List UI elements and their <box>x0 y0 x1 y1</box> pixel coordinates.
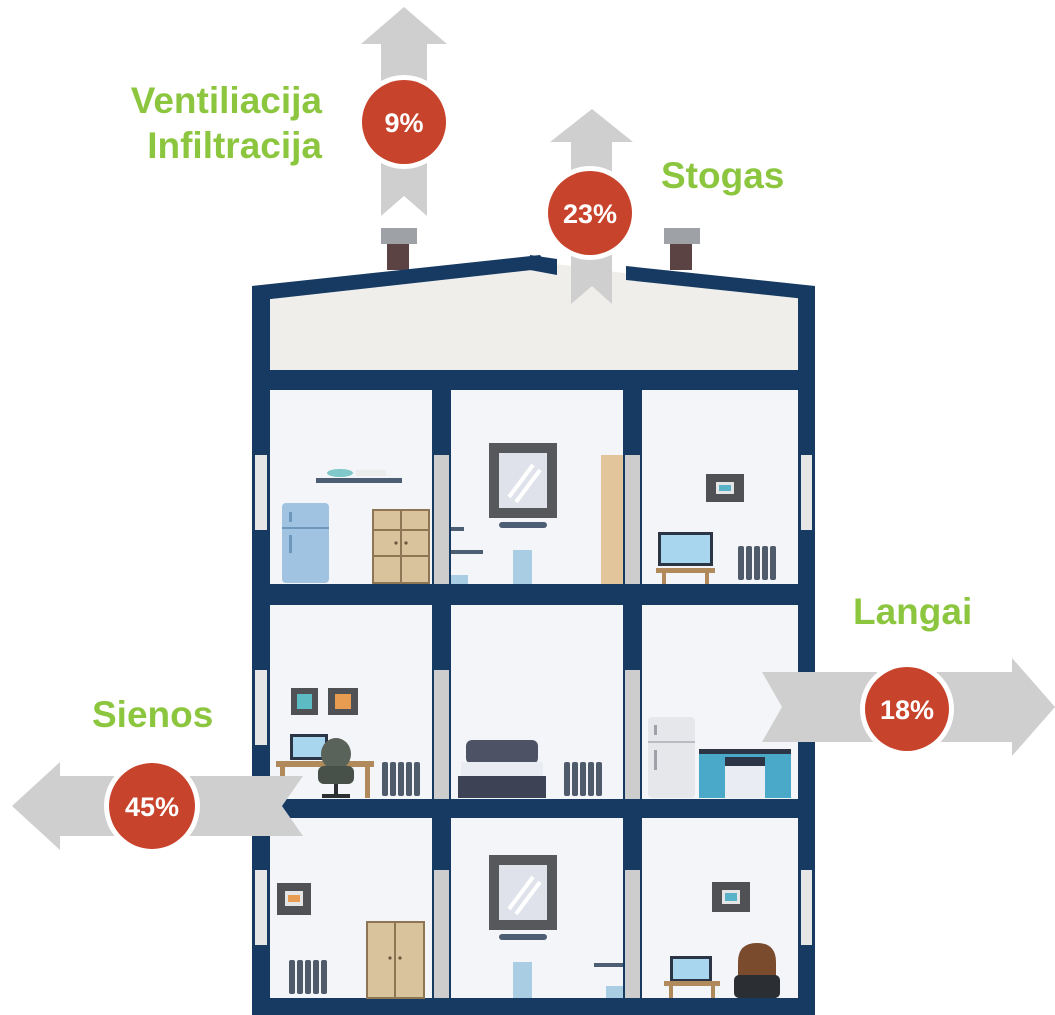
cabinet-icon <box>372 509 430 584</box>
doorways <box>434 455 640 998</box>
stove-icon <box>699 749 791 798</box>
towel-rack-icon <box>451 527 483 584</box>
ventilation-badge: 9% <box>357 75 451 169</box>
radiator-icon <box>564 762 602 796</box>
picture-icon <box>277 883 311 915</box>
walls-badge: 45% <box>104 758 200 854</box>
ventilation-percentage: 9% <box>384 108 423 138</box>
picture-icon <box>291 688 358 715</box>
mirror-icon <box>489 855 557 940</box>
desk-icon <box>664 956 720 998</box>
armchair-icon <box>734 943 780 998</box>
windows-label: Langai <box>853 591 972 632</box>
bed-icon <box>458 740 546 798</box>
walls-percentage: 45% <box>125 792 179 822</box>
walls-label: Sienos <box>92 694 213 735</box>
sink-icon <box>513 962 532 998</box>
radiator-icon <box>382 762 420 796</box>
chimney-right-icon <box>664 228 700 270</box>
towel-rack-icon <box>594 963 623 998</box>
fridge-icon <box>282 503 329 583</box>
radiator-icon <box>738 546 776 580</box>
picture-icon <box>712 882 750 912</box>
shelf-icon <box>316 469 402 483</box>
windows-badge: 18% <box>860 662 954 756</box>
mirror-icon <box>489 443 557 528</box>
tv-icon <box>656 532 715 584</box>
sink-icon <box>513 550 532 584</box>
fridge-icon <box>648 717 695 798</box>
windows-percentage: 18% <box>880 695 934 725</box>
attic-space <box>262 262 806 378</box>
roof-percentage: 23% <box>563 199 617 229</box>
ventilation-label-line2: Infiltracija <box>147 125 322 166</box>
wardrobe-icon <box>366 921 425 999</box>
ventilation-label-line1: Ventiliacija <box>131 80 323 121</box>
window-openings <box>255 455 812 945</box>
picture-icon <box>706 474 744 502</box>
door-icon <box>601 455 623 584</box>
chimney-left-icon <box>381 228 417 270</box>
radiator-icon <box>289 960 327 994</box>
chair-icon <box>318 738 354 798</box>
roof-badge: 23% <box>543 166 637 260</box>
roof-label: Stogas <box>661 155 784 196</box>
